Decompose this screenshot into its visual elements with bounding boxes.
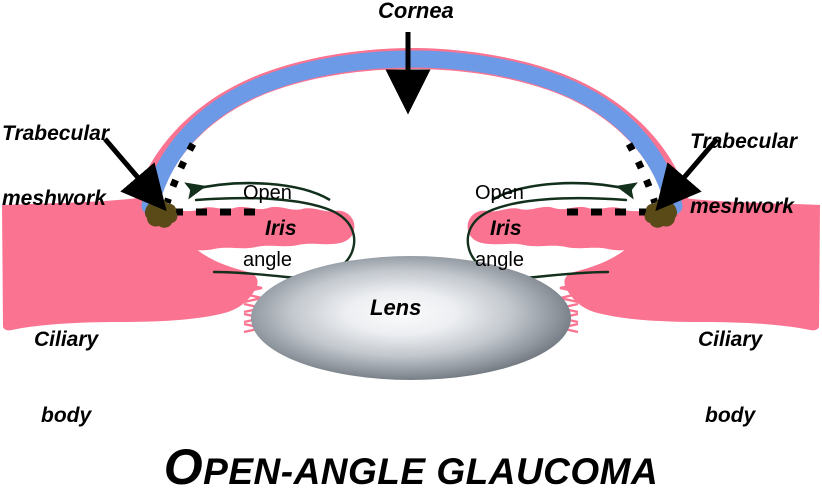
label-open-angle-right: Open angle <box>475 137 524 316</box>
angle-dashed-lines-right <box>560 142 659 216</box>
label-line-2: angle <box>243 248 292 271</box>
label-trabecular-meshwork-right: Trabecular meshwork <box>690 88 797 261</box>
iris-left <box>162 206 355 251</box>
label-iris-right: Iris <box>490 217 522 240</box>
label-open-angle-left: Open angle <box>243 137 292 316</box>
posterior-chamber-outline-left <box>194 196 356 279</box>
label-lens: Lens <box>370 295 422 320</box>
angle-dashed-lines-left <box>163 142 262 216</box>
ciliary-body-right <box>564 197 820 331</box>
label-line-2: body <box>705 403 756 427</box>
posterior-chamber-outline-right <box>466 196 628 279</box>
label-ciliary-body-right: Ciliary body <box>698 277 762 479</box>
open-angle-arrow-right <box>491 181 638 202</box>
ciliary-body-left <box>2 197 258 331</box>
label-trabecular-meshwork-left: Trabecular meshwork <box>2 80 109 253</box>
label-line-1: Ciliary <box>698 328 763 352</box>
label-line-1: Open <box>243 181 292 204</box>
label-line-1: Trabecular <box>690 130 797 154</box>
trabecular-pointer-arrow-right <box>655 137 719 212</box>
label-iris-left: Iris <box>265 217 297 240</box>
trabecular-pointer-arrow-left <box>103 137 167 212</box>
figure-title-rest: PEN-ANGLE GLAUCOMA <box>203 451 659 492</box>
label-line-1: Ciliary <box>34 328 99 352</box>
label-line-2: meshwork <box>690 195 794 219</box>
figure-title-initial: O <box>163 439 204 495</box>
label-line-2: body <box>41 403 92 427</box>
figure-title: OPEN-ANGLE GLAUCOMA <box>0 438 822 496</box>
open-angle-arrow-left <box>184 181 331 202</box>
label-line-1: Trabecular <box>2 122 109 146</box>
label-cornea: Cornea <box>378 0 454 23</box>
label-ciliary-body-left: Ciliary body <box>34 277 98 479</box>
cornea <box>131 48 693 227</box>
lens <box>251 256 571 380</box>
iris-right <box>467 206 660 251</box>
label-line-2: meshwork <box>2 187 106 211</box>
label-line-1: Open <box>475 181 524 204</box>
label-line-2: angle <box>475 248 524 271</box>
